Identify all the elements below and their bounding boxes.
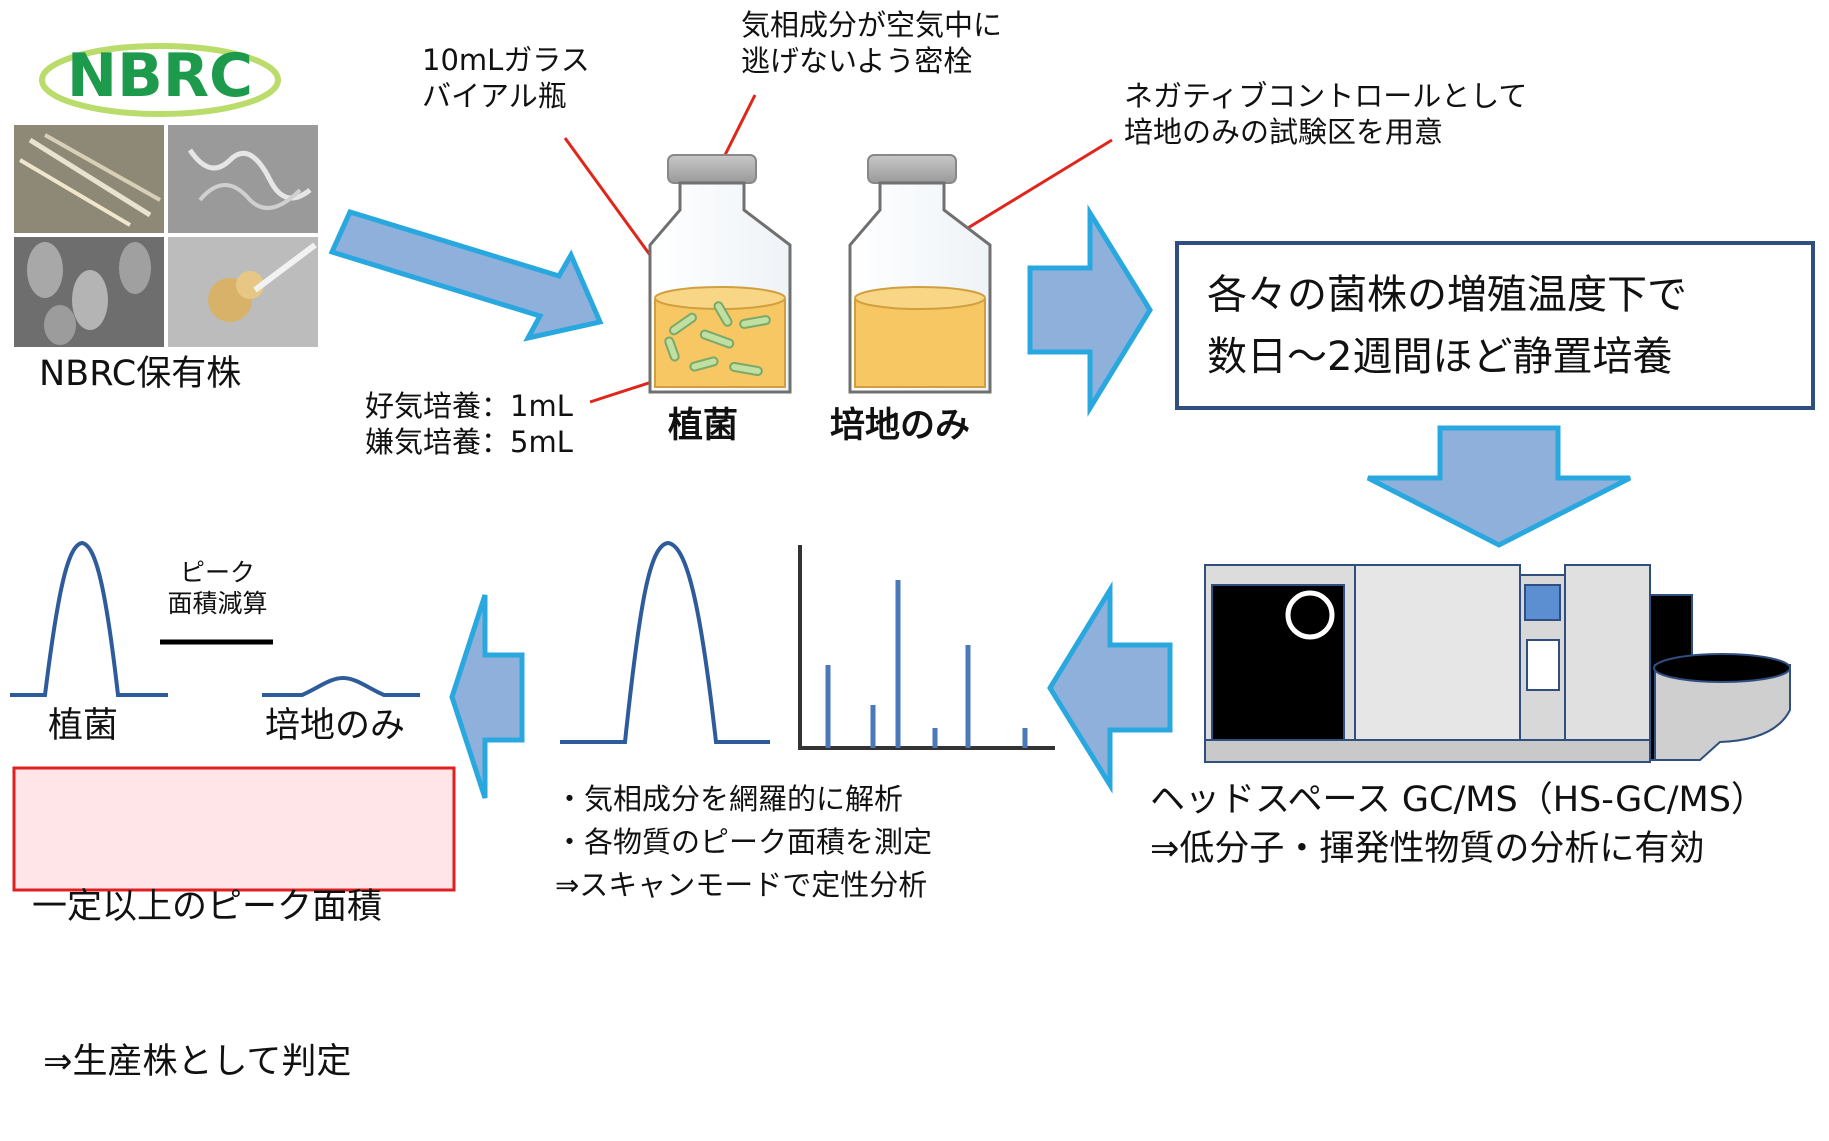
instrument-text: ヘッドスペース GC/MS（HS-GC/MS） ⇒低分子・揮発性物質の分析に有効 — [1150, 776, 1766, 874]
incubation-box-frame — [1175, 241, 1815, 410]
logo-text: NBRC — [67, 41, 253, 111]
analysis-peak — [560, 540, 770, 744]
callout-line: 嫌気培養：5mL — [365, 425, 573, 460]
arrow-down-to-instrument — [1366, 425, 1632, 548]
callout-lines — [563, 94, 1113, 404]
vial-medium-only — [848, 154, 992, 394]
callout-volume: 好気培養：1mL 嫌気培養：5mL — [365, 388, 573, 461]
subtraction-line: ピーク — [179, 558, 255, 587]
callout-line: バイアル瓶 — [422, 79, 567, 114]
subtraction-peaks — [10, 540, 420, 697]
arrow-to-subtraction — [449, 594, 525, 799]
callout-line: ネガティブコントロールとして — [1124, 79, 1528, 113]
peak-label-inoculated: 植菌 — [48, 706, 119, 746]
callout-stopper: 気相成分が空気中に 逃げないよう密栓 — [741, 7, 1002, 80]
logo-caption: NBRC保有株 — [39, 354, 242, 394]
vial-label-inoculated: 植菌 — [668, 406, 739, 446]
analysis-line: ⇒スキャンモードで定性分析 — [555, 867, 928, 902]
instrument-line: ⇒低分子・揮発性物質の分析に有効 — [1150, 829, 1705, 869]
gcms-instrument — [1204, 564, 1791, 763]
analysis-line: ・気相成分を網羅的に解析 — [555, 782, 904, 816]
analysis-line: ・各物質のピーク面積を測定 — [555, 824, 933, 859]
arrow-to-incubation — [1027, 204, 1153, 417]
result-box-frame — [12, 766, 456, 892]
diagram-graphics: NBRC — [10, 41, 1815, 892]
callout-glass-vial: 10mLガラス バイアル瓶 — [422, 42, 590, 115]
callout-line: 逃げないよう密栓 — [741, 44, 973, 79]
subtraction-line: 面積減算 — [167, 589, 268, 619]
peak-label-medium-only: 培地のみ — [265, 706, 406, 746]
arrow-to-vials — [328, 208, 604, 342]
incubation-line: 各々の菌株の増殖温度下で — [1207, 272, 1687, 318]
incubation-text: 各々の菌株の増殖温度下で 数日～2週間ほど静置培養 — [1207, 264, 1687, 388]
result-line: ⇒生産株として判定 — [32, 1041, 352, 1082]
callout-line: 10mLガラス — [422, 43, 590, 77]
instrument-line: ヘッドスペース GC/MS（HS-GC/MS） — [1150, 780, 1766, 820]
callout-line: 気相成分が空気中に — [741, 8, 1003, 42]
mass-spectrum — [798, 545, 1055, 750]
callout-line: 培地のみの試験区を用意 — [1124, 115, 1444, 150]
callout-line: 好気培養：1mL — [365, 389, 573, 423]
incubation-line: 数日～2週間ほど静置培養 — [1207, 334, 1673, 380]
workflow-diagram: NBRC — [10, 7, 1815, 1082]
arrow-to-analysis — [1047, 581, 1173, 794]
result-line: 一定以上のピーク面積 — [32, 886, 383, 927]
subtraction-label: ピーク 面積減算 — [160, 557, 275, 620]
vial-label-medium-only: 培地のみ — [830, 406, 971, 446]
analysis-text: ・気相成分を網羅的に解析 ・各物質のピーク面積を測定 ⇒スキャンモードで定性分析 — [555, 778, 932, 907]
strain-photos — [14, 125, 318, 347]
vial-inoculated — [648, 154, 792, 394]
callout-negative-control: ネガティブコントロールとして 培地のみの試験区を用意 — [1124, 78, 1527, 151]
result-text: 一定以上のピーク面積 ⇒生産株として判定 — [32, 778, 382, 1141]
nbrc-logo: NBRC — [39, 41, 281, 117]
